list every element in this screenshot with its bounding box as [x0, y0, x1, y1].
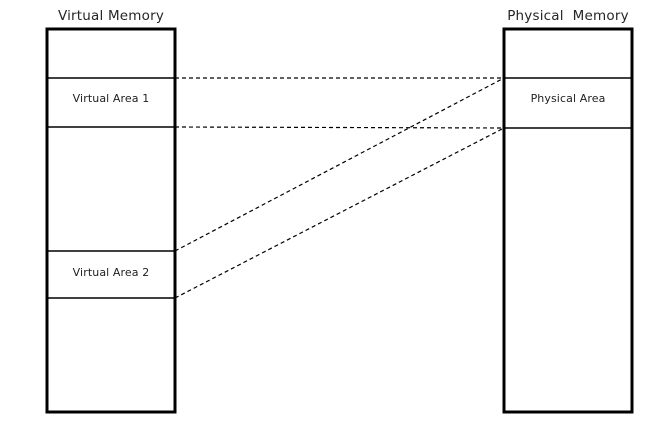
mapping-virtual-area-2-bottom-line	[174, 127, 505, 299]
virtual-memory-outline	[45, 27, 177, 414]
mapping-virtual-area-2-top-line	[174, 77, 505, 252]
virtual-memory-title: Virtual Memory	[57, 8, 165, 24]
virtual-memory-box	[45, 27, 177, 414]
connector-group	[174, 77, 505, 299]
physical-area-label: Physical Area	[530, 92, 606, 105]
mapping-virtual-area-1-bottom-line	[174, 126, 505, 129]
physical-memory-title: Physical Memory	[507, 8, 629, 24]
virtual-area-2-label: Virtual Area 2	[72, 266, 150, 279]
physical-memory-outline	[502, 27, 634, 414]
virtual-area-1-label: Virtual Area 1	[72, 92, 150, 105]
physical-memory-box	[502, 27, 634, 414]
